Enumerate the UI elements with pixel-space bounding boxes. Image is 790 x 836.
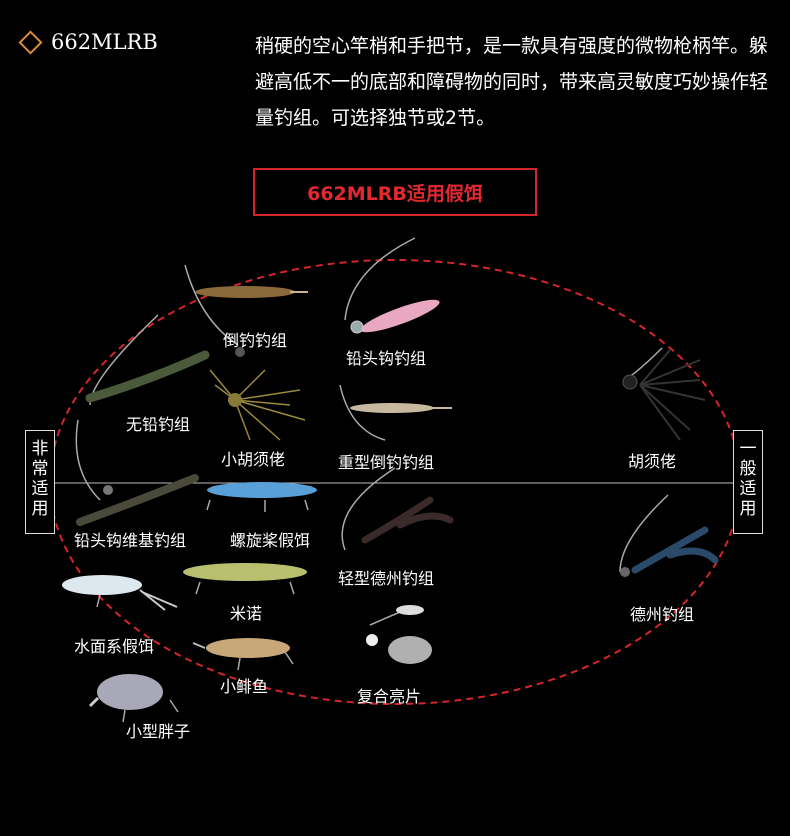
lure-label-minnow: 米诺	[230, 604, 263, 623]
lure-label-jig-head: 铅头钩钓组	[346, 349, 427, 368]
lure-label-topwater: 水面系假饵	[74, 637, 155, 656]
lure-label-no-sinker: 无铅钓组	[126, 415, 191, 434]
lure-label-small-crank: 小型胖子	[126, 722, 191, 741]
lure-image-11	[619, 494, 719, 577]
lure-image-7	[75, 419, 199, 526]
lure-label-drop-shot: 倒钓钓组	[223, 331, 288, 350]
lure-image-1	[184, 264, 308, 357]
lure-image-5	[339, 384, 452, 441]
lure-label-prop-bait: 螺旋桨假饵	[230, 531, 311, 550]
lure-image-4	[209, 369, 306, 441]
model-name: 662MLRB	[51, 30, 158, 54]
lure-label-shad: 小鲱鱼	[220, 677, 269, 696]
lure-label-light-texas-rig: 轻型德州钓组	[338, 569, 435, 588]
axis-label-very-suitable: 非 常 适 用	[25, 430, 55, 534]
lure-image-8	[206, 482, 317, 512]
model-header: 662MLRB	[18, 29, 158, 55]
lure-image-14	[366, 605, 432, 664]
lure-image-3	[85, 314, 210, 406]
lure-image-2	[344, 237, 440, 334]
lure-label-spinnerbait: 复合亮片	[357, 687, 422, 706]
lure-image-10	[183, 563, 307, 595]
lure-image-12	[62, 575, 178, 611]
lure-image-15	[88, 674, 179, 723]
lure-label-heavy-drop-shot: 重型倒钓钓组	[338, 453, 435, 472]
lure-label-small-rubber-jig: 小胡须佬	[221, 450, 286, 469]
lure-image-9	[341, 467, 454, 551]
axis-label-generally-suitable: 一 般 适 用	[733, 430, 763, 534]
lure-image-13	[192, 638, 294, 671]
suitable-lures-title: 662MLRB适用假饵	[253, 168, 537, 216]
lure-image-6	[622, 347, 706, 441]
lure-label-texas-rig: 德州钓组	[630, 605, 695, 624]
lure-label-rubber-jig: 胡须佬	[628, 452, 677, 471]
lure-label-jig-head-wacky: 铅头钩维基钓组	[74, 531, 187, 550]
model-description: 稍硬的空心竿梢和手把节，是一款具有强度的微物枪柄竿。躲避高低不一的底部和障碍物的…	[255, 35, 769, 129]
